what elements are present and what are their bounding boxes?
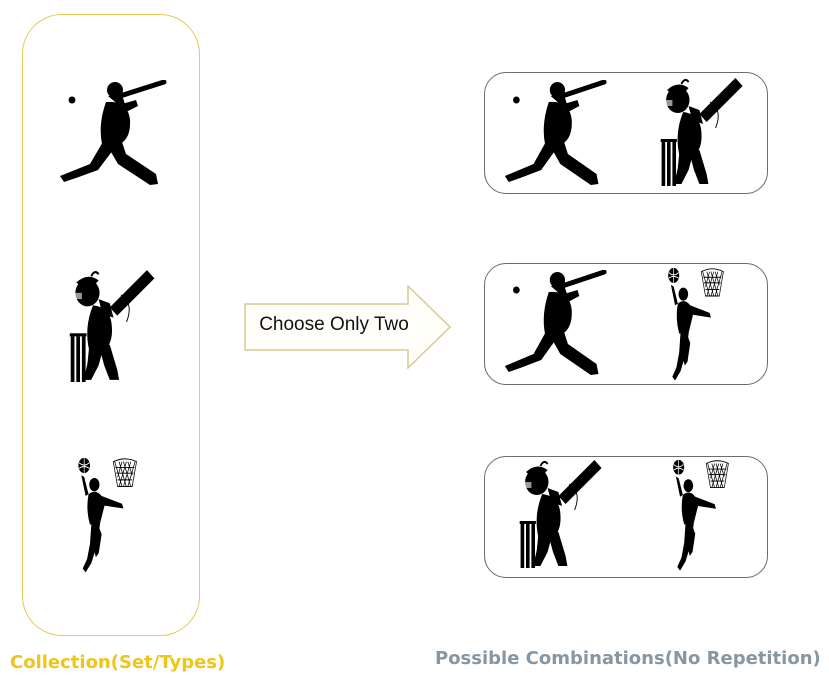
baseball-batter-icon bbox=[503, 270, 608, 380]
choose-arrow: Choose Only Two bbox=[244, 285, 452, 369]
basketball-player-icon bbox=[74, 456, 154, 580]
combinations-caption: Possible Combinations(No Repetition) bbox=[435, 648, 821, 669]
basketball-player-icon bbox=[669, 458, 745, 578]
arrow-label: Choose Only Two bbox=[259, 314, 409, 335]
baseball-batter-icon bbox=[503, 80, 608, 190]
collection-set-box bbox=[22, 14, 200, 636]
cricket-batsman-icon bbox=[67, 268, 160, 382]
combination-box-1 bbox=[484, 72, 768, 194]
basketball-player-icon bbox=[664, 266, 740, 388]
cricket-batsman-icon bbox=[658, 76, 748, 186]
collection-caption: Collection(Set/Types) bbox=[10, 652, 226, 673]
combination-box-3 bbox=[484, 456, 768, 578]
combination-box-2 bbox=[484, 263, 768, 385]
baseball-batter-icon bbox=[58, 80, 168, 190]
arrow-shape bbox=[244, 285, 452, 369]
cricket-batsman-icon bbox=[517, 458, 607, 568]
